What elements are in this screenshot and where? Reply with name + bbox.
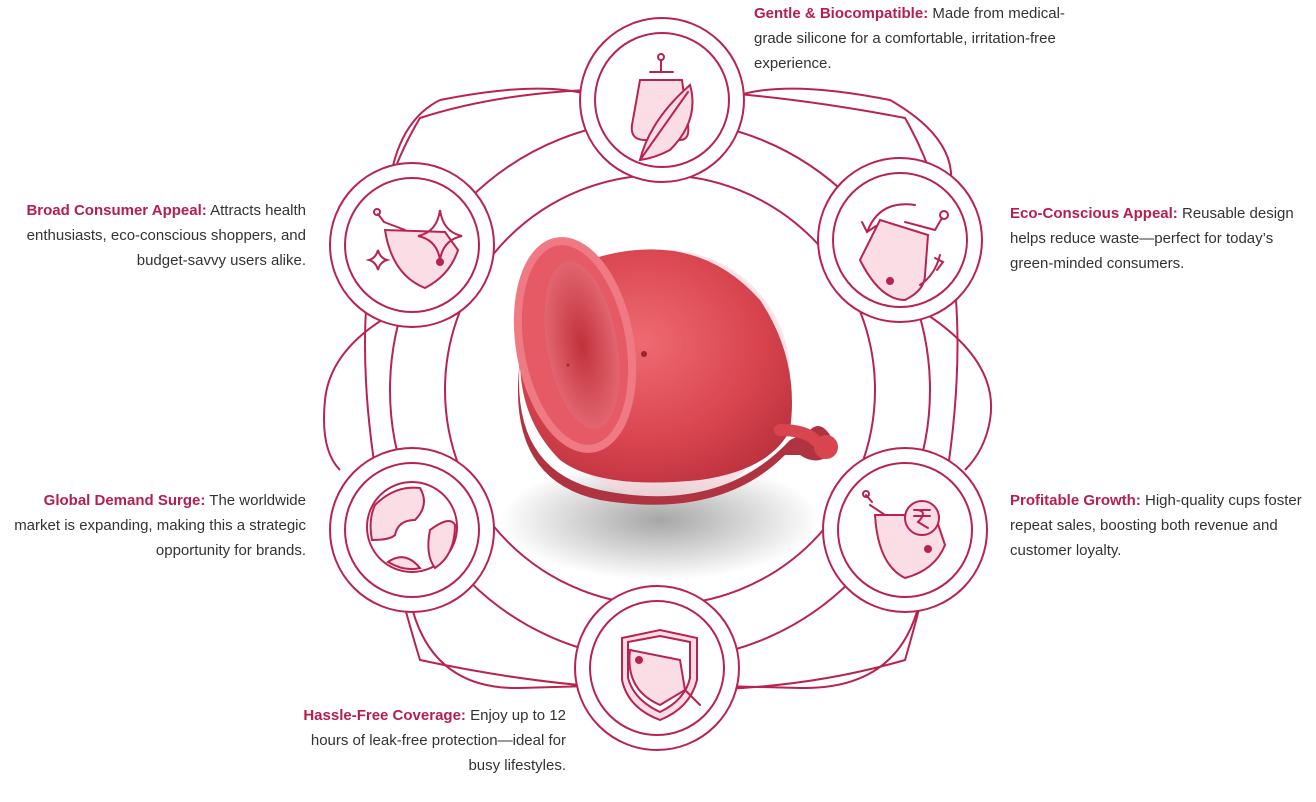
feature-broad: Broad Consumer Appeal: Attracts health e… (0, 198, 306, 273)
feature-text: The worldwide market is expanding, makin… (14, 492, 306, 559)
feature-text: Enjoy up to 12 hours of leak-free protec… (310, 707, 566, 774)
feature-title: Eco-Conscious Appeal: (1010, 205, 1178, 222)
feature-eco: Eco-Conscious Appeal: Reusable design he… (1010, 201, 1316, 276)
feature-profit: Profitable Growth: High-quality cups fos… (1010, 488, 1310, 563)
feature-hassle: Hassle-Free Coverage: Enjoy up to 12 hou… (296, 703, 566, 778)
cup-with-rupee-coin-icon (862, 490, 947, 580)
cup-with-sparkles-icon (365, 208, 463, 290)
menstrual-cup-image (500, 237, 838, 580)
feature-title: Global Demand Surge: (43, 492, 206, 509)
feature-text: Made from medical-grade silicone for a c… (754, 5, 1065, 72)
feature-text: High-quality cups foster repeat sales, b… (1010, 492, 1302, 559)
globe-icon (366, 481, 458, 573)
cup-with-shield-icon (621, 628, 701, 722)
feature-title: Hassle-Free Coverage: (303, 707, 466, 724)
feature-text: Reusable design helps reduce waste—perfe… (1010, 205, 1294, 272)
cup-with-recycle-arrows-icon (858, 203, 949, 302)
cup-with-feather-icon (630, 53, 694, 162)
feature-global: Global Demand Surge: The worldwide marke… (6, 488, 306, 563)
feature-text: Attracts health enthusiasts, eco-conscio… (26, 202, 306, 269)
feature-title: Broad Consumer Appeal: (26, 202, 207, 219)
feature-title: Gentle & Biocompatible: (754, 5, 929, 22)
feature-title: Profitable Growth: (1010, 492, 1141, 509)
feature-gentle: Gentle & Biocompatible: Made from medica… (754, 1, 1074, 76)
